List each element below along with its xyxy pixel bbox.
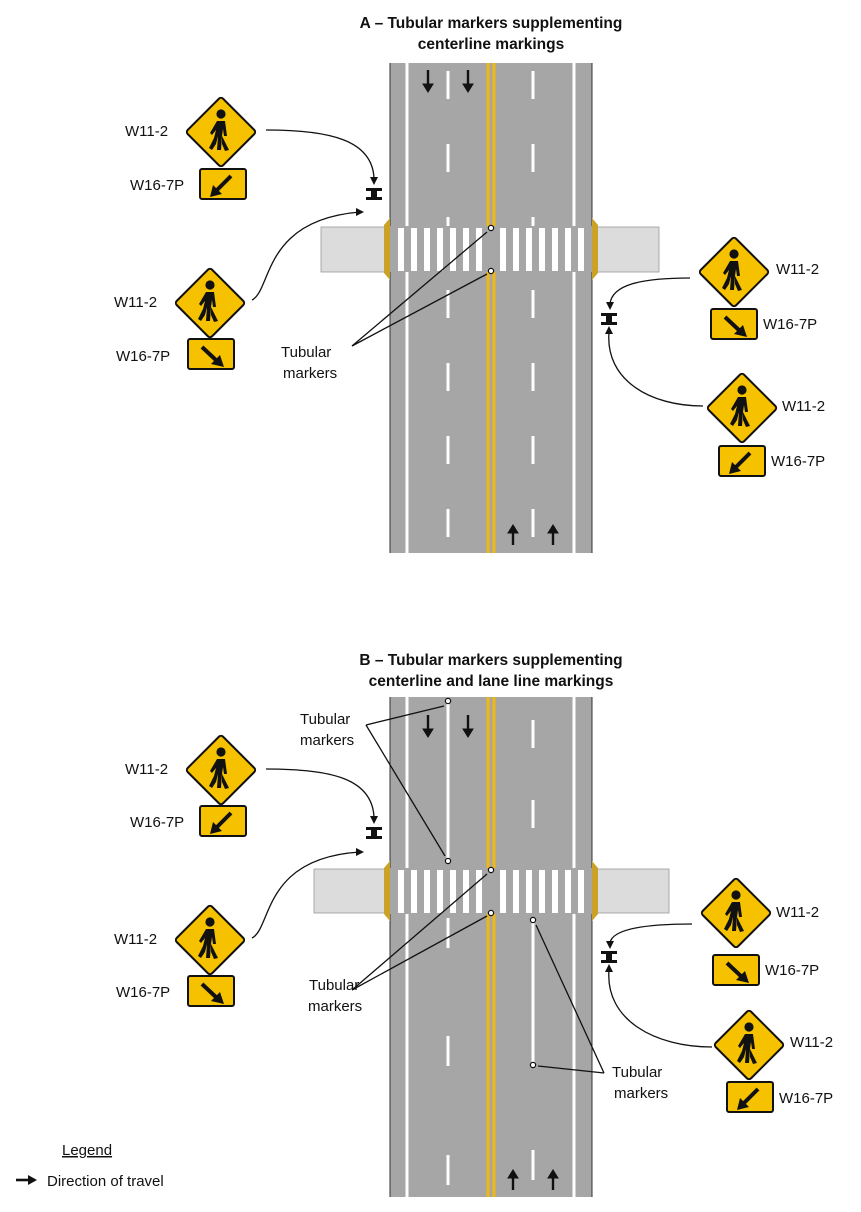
panel-b: B – Tubular markers supplementing center… [114, 652, 833, 1197]
tactile-strip-right [592, 218, 598, 280]
marker-label: markers [614, 1085, 668, 1102]
panel-b-title-line2: centerline and lane line markings [369, 673, 614, 690]
tactile-strip-right [592, 861, 598, 921]
sidewalk-right [591, 226, 660, 273]
marker-label: markers [283, 365, 337, 382]
warning-sign-a-left-top [185, 96, 257, 168]
plaque-code: W16-7P [763, 316, 817, 333]
marker-label: Tubular [281, 344, 331, 361]
tubular-marker-icon [487, 224, 495, 232]
plaque-code: W16-7P [765, 962, 819, 979]
tubular-marker-icon [487, 866, 495, 874]
sign-code: W11-2 [776, 261, 819, 278]
sign-code: W11-2 [782, 398, 825, 415]
plaque-code: W16-7P [779, 1090, 833, 1107]
leader-lines [251, 705, 713, 1074]
tubular-marker-icon [529, 916, 537, 924]
diagonal-arrow-plaque-icon [187, 338, 235, 370]
tactile-strip-left [384, 218, 390, 280]
tubular-marker-icon [487, 267, 495, 275]
diagonal-arrow-plaque-icon [712, 954, 760, 986]
marker-label: Tubular [300, 711, 350, 728]
sidewalk-right [591, 868, 670, 914]
tubular-marker-icon [529, 1061, 537, 1069]
tubular-marker-icon [487, 909, 495, 917]
legend-direction-label: Direction of travel [47, 1173, 164, 1190]
marker-label: markers [308, 998, 362, 1015]
marker-label: Tubular [309, 977, 359, 994]
warning-sign-a-right-bottom [706, 372, 778, 444]
arrow-icon [422, 70, 559, 545]
sidewalk-left [320, 226, 392, 273]
leader-lines [251, 129, 704, 407]
road [390, 63, 592, 553]
sign-post-icon [366, 188, 617, 325]
plaque-code: W16-7P [130, 814, 184, 831]
panel-a-title-line1: A – Tubular markers supplementing [360, 15, 623, 32]
sign-code: W11-2 [790, 1034, 833, 1051]
legend: Legend Direction of travel [16, 1142, 164, 1190]
tubular-marker-icon [444, 857, 452, 865]
diagonal-arrow-plaque-icon [187, 975, 235, 1007]
warning-sign-b-left-bottom [174, 904, 246, 976]
warning-sign-a-left-bottom [174, 267, 246, 339]
arrow-icon [16, 1175, 37, 1185]
sidewalk-left [313, 868, 392, 914]
plaque-code: W16-7P [116, 348, 170, 365]
marker-label: Tubular [612, 1064, 662, 1081]
warning-sign-b-right-bottom [713, 1009, 785, 1081]
sign-code: W11-2 [125, 761, 168, 778]
sign-post-icon [366, 827, 617, 963]
sign-code: W11-2 [114, 931, 157, 948]
panel-b-title-line1: B – Tubular markers supplementing [359, 652, 622, 669]
sign-code: W11-2 [125, 123, 168, 140]
plaque-code: W16-7P [771, 453, 825, 470]
tubular-marker-icon [444, 697, 452, 705]
plaque-code: W16-7P [130, 177, 184, 194]
sign-code: W11-2 [114, 294, 157, 311]
diagonal-arrow-plaque-icon [718, 445, 766, 477]
warning-sign-a-right-top [698, 236, 770, 308]
sign-code: W11-2 [776, 904, 819, 921]
road [390, 697, 592, 1197]
legend-heading: Legend [62, 1142, 112, 1159]
tactile-strip-left [384, 861, 390, 921]
plaque-code: W16-7P [116, 984, 170, 1001]
marker-label: markers [300, 732, 354, 749]
warning-sign-b-right-top [700, 877, 772, 949]
panel-a: A – Tubular markers supplementing center… [114, 15, 825, 553]
panel-a-title-line2: centerline markings [418, 36, 564, 53]
warning-sign-b-left-top [185, 734, 257, 806]
diagonal-arrow-plaque-icon [199, 168, 247, 200]
arrow-icon [422, 715, 559, 1190]
diagonal-arrow-plaque-icon [710, 308, 758, 340]
diagonal-arrow-plaque-icon [199, 805, 247, 837]
diagonal-arrow-plaque-icon [726, 1081, 774, 1113]
